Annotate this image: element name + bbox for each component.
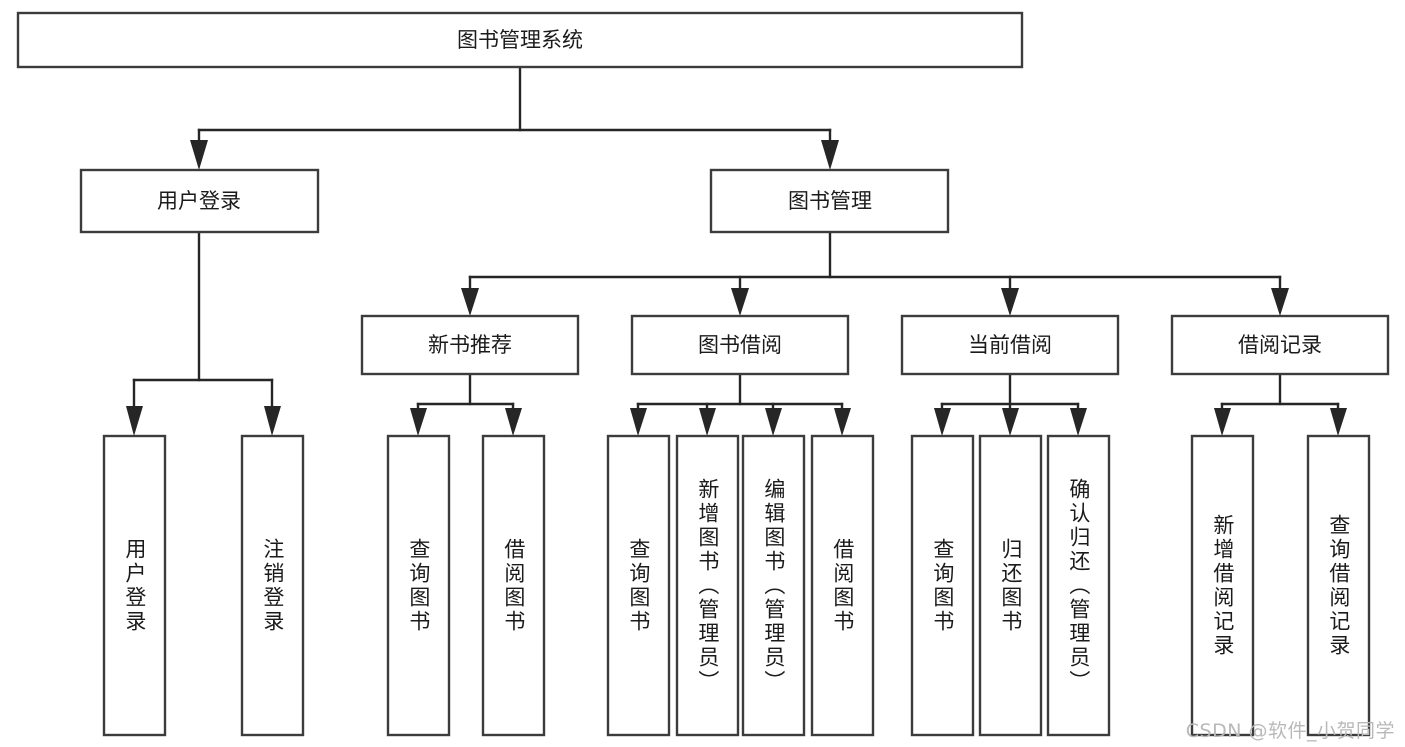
node-root[interactable]: 图书管理系统 [16,11,1024,69]
arrow-to-leaf-edit-book [765,408,782,436]
arrow-to-leaf-add-book [699,408,716,436]
arrow-to-leaf-user-login [126,406,143,436]
leaf-box-confirm-return[interactable] [1046,434,1111,737]
arrow-to-leaf-logout-login [264,406,281,436]
node-book-borrow-label: 图书借阅 [698,333,782,357]
leaf-box-user-login[interactable] [102,434,167,737]
arrow-to-leaf-return-book [1002,408,1019,436]
leaf-box-query-record[interactable] [1306,434,1371,737]
arrow-to-leaf-query-book-2 [630,408,647,436]
node-borrow-record[interactable]: 借阅记录 [1170,314,1390,376]
node-current-borrow[interactable]: 当前借阅 [900,314,1120,376]
node-book-management-box[interactable] [709,168,950,234]
node-user-login-label: 用户登录 [157,189,241,213]
leaf-box-add-book[interactable] [675,434,740,737]
arrow-to-leaf-borrow-book-1 [505,408,522,436]
arrow-to-leaf-query-record [1330,408,1347,436]
leaf-box-group [102,434,1371,737]
node-book-management[interactable]: 图书管理 [709,168,950,234]
node-borrow-record-box[interactable] [1170,314,1390,376]
node-new-book-recommend[interactable]: 新书推荐 [360,314,580,376]
leaf-box-query-book-3[interactable] [910,434,975,737]
leaf-box-query-book-2[interactable] [606,434,671,737]
csdn-watermark: CSDN @软件_小贺同学 [1185,720,1395,742]
arrow-to-leaf-query-book-3 [934,408,951,436]
arrow-to-leaf-borrow-book-2 [834,408,851,436]
arrow-to-borrow-record [1271,288,1289,316]
node-current-borrow-label: 当前借阅 [968,333,1052,357]
node-user-login-box[interactable] [79,168,320,234]
node-new-book-recommend-label: 新书推荐 [428,333,512,357]
leaf-box-borrow-book-2[interactable] [810,434,875,737]
node-current-borrow-box[interactable] [900,314,1120,376]
node-new-book-recommend-box[interactable] [360,314,580,376]
arrow-to-user-login [190,140,208,170]
arrow-to-leaf-query-book-1 [410,408,427,436]
arrow-to-leaf-add-record [1214,408,1231,436]
arrow-to-book-borrow [731,288,749,316]
arrow-to-leaf-confirm-return [1070,408,1087,436]
node-book-borrow-box[interactable] [630,314,850,376]
node-root-label: 图书管理系统 [457,28,583,52]
arrow-to-new-book-recommend [461,288,479,316]
leaf-box-add-record[interactable] [1190,434,1255,737]
node-book-borrow[interactable]: 图书借阅 [630,314,850,376]
node-root-box[interactable] [16,11,1024,69]
node-borrow-record-label: 借阅记录 [1238,333,1322,357]
leaf-box-return-book[interactable] [978,434,1043,737]
node-user-login[interactable]: 用户登录 [79,168,320,234]
arrow-to-book-management [821,140,839,170]
leaf-box-borrow-book-1[interactable] [481,434,546,737]
node-book-management-label: 图书管理 [788,189,872,213]
leaf-box-logout-login[interactable] [240,434,305,737]
leaf-box-edit-book[interactable] [741,434,806,737]
leaf-box-query-book-1[interactable] [386,434,451,737]
connector-group [126,65,1347,436]
arrow-to-current-borrow [1001,288,1019,316]
